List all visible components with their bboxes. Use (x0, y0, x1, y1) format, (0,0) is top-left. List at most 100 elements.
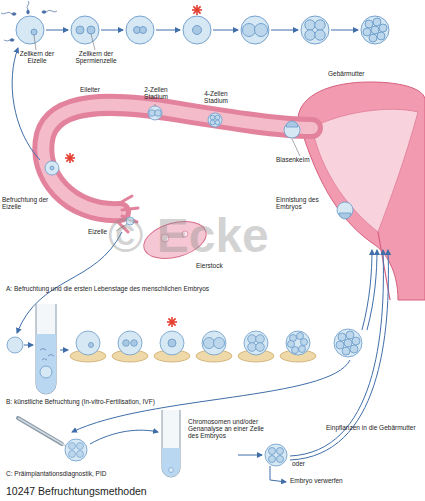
fallopian-tube (43, 105, 312, 212)
ivf-equipment (36, 334, 56, 394)
embryo-cells (248, 343, 257, 352)
leader-line (292, 139, 300, 156)
cell-sequence (315, 30, 325, 40)
cell-sequence (243, 24, 256, 37)
part-label: Zellkern der Spermienzelle (70, 50, 122, 64)
part-label: Eierstock (196, 262, 246, 269)
sperm-cell (12, 13, 16, 16)
embryo-cells (336, 341, 344, 349)
embryo-cells (208, 113, 222, 127)
cell-sequence (379, 24, 387, 32)
test-tube (162, 410, 180, 477)
test-tube (162, 448, 180, 477)
flow-arrow (17, 232, 122, 333)
embryo-cells (244, 331, 268, 355)
part-label: Zellkern der Eizelle (16, 50, 58, 64)
embryo-cells (269, 448, 276, 455)
embryo-cells (215, 120, 220, 125)
embryo-cells (155, 110, 162, 117)
sperm-cell (10, 39, 14, 42)
fallopian-tube (43, 105, 312, 212)
figure-caption: 10247 Befruchtungsmethoden (6, 486, 306, 497)
sequence-arrow (213, 30, 238, 31)
flow-arrow (12, 48, 40, 160)
part-label: Eileiter (80, 86, 120, 93)
marker-star (167, 317, 177, 327)
flow-arrow (367, 250, 377, 330)
embryo-cells (131, 340, 138, 347)
sequence-arrow (46, 30, 358, 31)
embryo-cells (204, 338, 215, 349)
sequence-arrow (46, 30, 68, 31)
ivf-equipment (7, 304, 68, 394)
part-label: Blasenkeim (276, 156, 326, 163)
biopsy-pipette (18, 418, 66, 446)
embryo-cells (210, 115, 215, 120)
embryo-cells (202, 331, 226, 355)
sequence-arrow (156, 30, 180, 31)
cell-sequence (16, 16, 389, 44)
embryo-cells (352, 337, 360, 345)
embryo-cells (334, 329, 362, 357)
cell-sequence (371, 26, 379, 34)
biopsy-pipette (69, 443, 76, 450)
part-label: 2-Zellen Stadium (138, 86, 174, 100)
marker-star (192, 5, 202, 15)
embryo-cells (89, 343, 94, 348)
leader-line (34, 34, 95, 50)
ivf-equipment (24, 345, 33, 346)
embryo-cells (214, 338, 225, 349)
biopsy-pipette (69, 451, 76, 458)
cell-sequence (377, 32, 385, 40)
cell-sequence (183, 16, 211, 44)
note-text: Chromosomen und/oder Genanalyse an einer… (188, 418, 264, 439)
embryo-cells (210, 120, 215, 125)
sperm-cell (27, 10, 30, 14)
cell-sequence (193, 26, 202, 35)
embryo-cells (168, 339, 176, 347)
cell-sequence (361, 16, 389, 44)
cell-sequence (305, 30, 315, 40)
part-label: 4-Zellen Stadium (198, 90, 234, 104)
test-tube (162, 410, 180, 477)
flow-arrow (238, 455, 262, 456)
ivf-equipment (40, 366, 52, 378)
flow-arrow (270, 466, 286, 482)
uterus (298, 82, 425, 300)
sperm-cell (46, 10, 57, 12)
ivf-equipment (60, 350, 68, 351)
biopsy-pipette (77, 451, 84, 458)
flow-arrow (362, 250, 372, 330)
embryo-cells (160, 331, 184, 355)
sperm-cell (27, 1, 29, 10)
embryo-cells (350, 345, 358, 353)
embryo-cells (284, 122, 300, 138)
cell-sequence (126, 16, 154, 44)
leader-line (91, 34, 95, 50)
part-label: Einnistung des Embryos (276, 196, 334, 210)
biopsy-pipette (77, 443, 84, 450)
cell-sequence (373, 18, 381, 26)
section-heading: C: Präimplantationsdiagnostik, PID (6, 470, 306, 477)
cell-sequence (31, 29, 37, 35)
embryo-cells (277, 456, 284, 463)
cell-sequence (301, 16, 329, 44)
cell-sequence (305, 20, 315, 30)
cell-sequence (140, 27, 147, 34)
sequence-arrow (101, 30, 123, 31)
culture-dish (70, 350, 316, 362)
embryo-cells (50, 166, 54, 170)
embryo-cells (76, 329, 362, 357)
embryo-cells (277, 448, 284, 455)
part-label: Gebärmutter (328, 70, 388, 77)
embryo-cells (269, 456, 276, 463)
embryo-cells (342, 347, 350, 355)
cell-sequence (87, 26, 95, 34)
embryo-cells (148, 106, 162, 120)
section-heading: A: Befruchtung und die ersten Lebenstage… (6, 285, 416, 292)
cell-sequence (365, 20, 373, 28)
embryo-cells (299, 346, 306, 353)
biopsy-pipette (65, 439, 87, 461)
ivf-equipment (36, 304, 56, 394)
